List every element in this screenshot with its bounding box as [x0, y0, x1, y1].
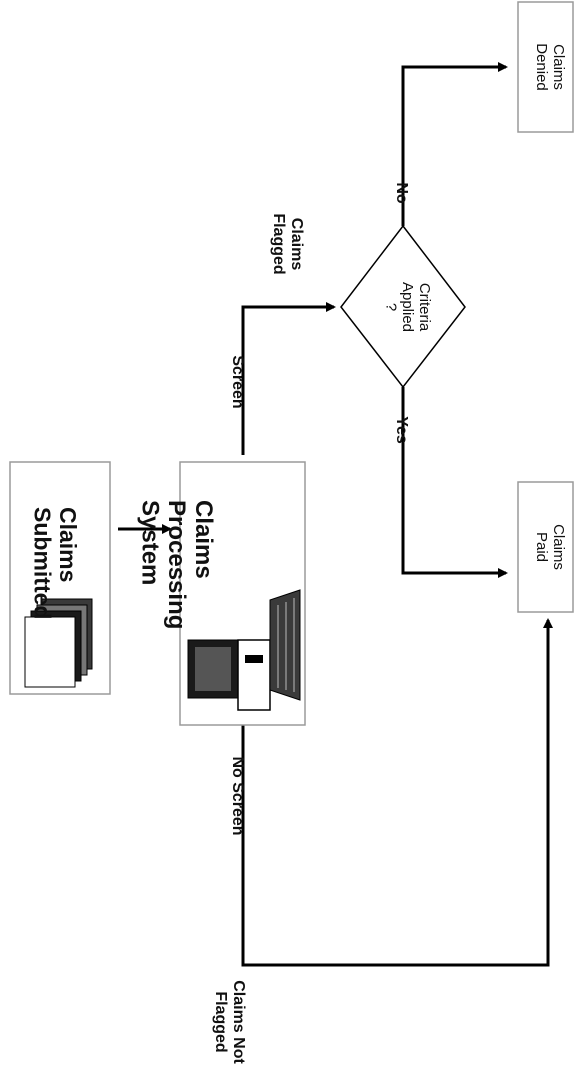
- connectors: [118, 62, 553, 967]
- arrow-no-to-denied: [401, 62, 508, 226]
- node-claims-denied: ClaimsDenied: [517, 1, 574, 133]
- node-claims-processing-label: ClaimsProcessingSystem: [136, 500, 217, 629]
- node-claims-paid: ClaimsPaid: [517, 481, 574, 613]
- edge-label-claims-not-flagged: Claims NotFlagged: [212, 980, 247, 1064]
- node-claims-submitted-label: ClaimsSubmitted: [29, 507, 81, 619]
- node-claims-submitted: ClaimsSubmitted: [9, 461, 111, 695]
- edge-label-screen: Screen: [229, 355, 246, 408]
- node-claims-paid-label: ClaimsPaid: [533, 524, 567, 570]
- edge-label-yes: Yes: [393, 416, 410, 444]
- desktop-computer-icon: [187, 589, 301, 711]
- edge-label-claims-flagged: ClaimsFlagged: [270, 213, 305, 274]
- edge-label-no: No: [393, 182, 410, 204]
- node-criteria-applied-label: CriteriaApplied?: [382, 282, 433, 332]
- arrow-noscreen-to-paid: [241, 618, 553, 967]
- node-criteria-applied: CriteriaApplied?: [340, 224, 466, 389]
- edge-label-no-screen: No Screen: [229, 756, 246, 835]
- node-claims-denied-label: ClaimsDenied: [533, 43, 567, 91]
- node-claims-processing-system: ClaimsProcessingSystem: [136, 461, 306, 726]
- stacked-documents-icon: [24, 598, 93, 688]
- arrow-screen-to-decision: [241, 302, 336, 455]
- arrow-yes-to-paid: [401, 387, 508, 578]
